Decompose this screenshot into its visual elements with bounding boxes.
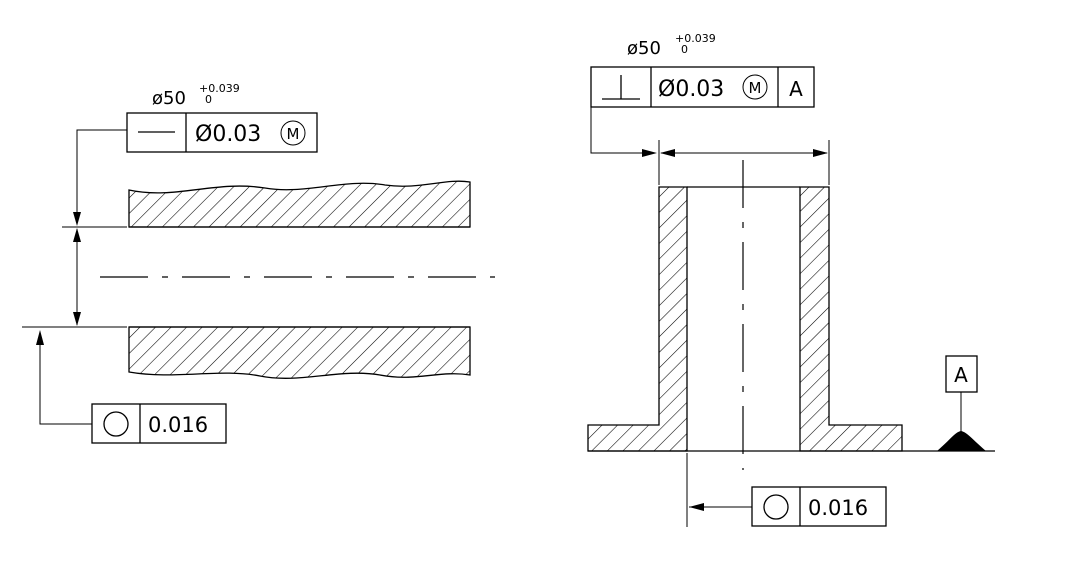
datum-triangle [937, 431, 986, 451]
straightness-fcf: Ø0.03 M [126, 112, 318, 153]
perpendicularity-icon [602, 75, 640, 100]
size-dimension-left: ø50 +0.039 0 [152, 82, 240, 109]
right-wall-section [799, 186, 903, 452]
datum-reference: A [789, 77, 803, 101]
mmc-modifier: M [287, 125, 300, 143]
circularity-icon [103, 411, 129, 437]
perpendicularity-fcf: Ø0.03 M A [590, 66, 815, 108]
left-view: ø50 +0.039 0 Ø0.03 M 0.016 [22, 82, 495, 444]
datum-feature-symbol: A [937, 355, 986, 451]
circularity-leader-arrow [36, 330, 44, 345]
size-dimension-base: ø50 [627, 38, 661, 59]
mmc-modifier-circle [280, 120, 306, 146]
mmc-modifier: M [749, 79, 762, 97]
left-wall-section [587, 186, 688, 452]
mmc-modifier-circle [742, 74, 768, 100]
circularity-icon [763, 494, 789, 520]
circularity-fcf-right: 0.016 [751, 486, 887, 527]
fcf-tolerance: Ø0.03 [658, 77, 724, 102]
size-dimension-base: ø50 [152, 88, 186, 109]
dimension-arrow-up [73, 228, 81, 242]
fcf-leader [76, 129, 127, 214]
circularity-tolerance: 0.016 [808, 496, 868, 520]
lower-wall-section [128, 326, 471, 379]
perpendicularity-leader [590, 107, 642, 154]
upper-tolerance: +0.039 [675, 32, 716, 45]
circularity-fcf-left: 0.016 [91, 403, 227, 444]
circularity-leader [39, 345, 92, 425]
fcf-tolerance: Ø0.03 [195, 122, 261, 147]
circularity-tolerance: 0.016 [148, 413, 208, 437]
size-dimension-right: ø50 +0.039 0 [627, 32, 716, 59]
fcf-leader-arrow [73, 212, 81, 226]
dimension-arrow-down [73, 312, 81, 326]
lower-tolerance: 0 [205, 93, 212, 106]
upper-wall-section [128, 180, 471, 228]
datum-feature-label: A [954, 363, 968, 387]
right-view: ø50 +0.039 0 Ø0.03 M A A [587, 32, 995, 527]
upper-tolerance: +0.039 [199, 82, 240, 95]
lower-tolerance: 0 [681, 43, 688, 56]
